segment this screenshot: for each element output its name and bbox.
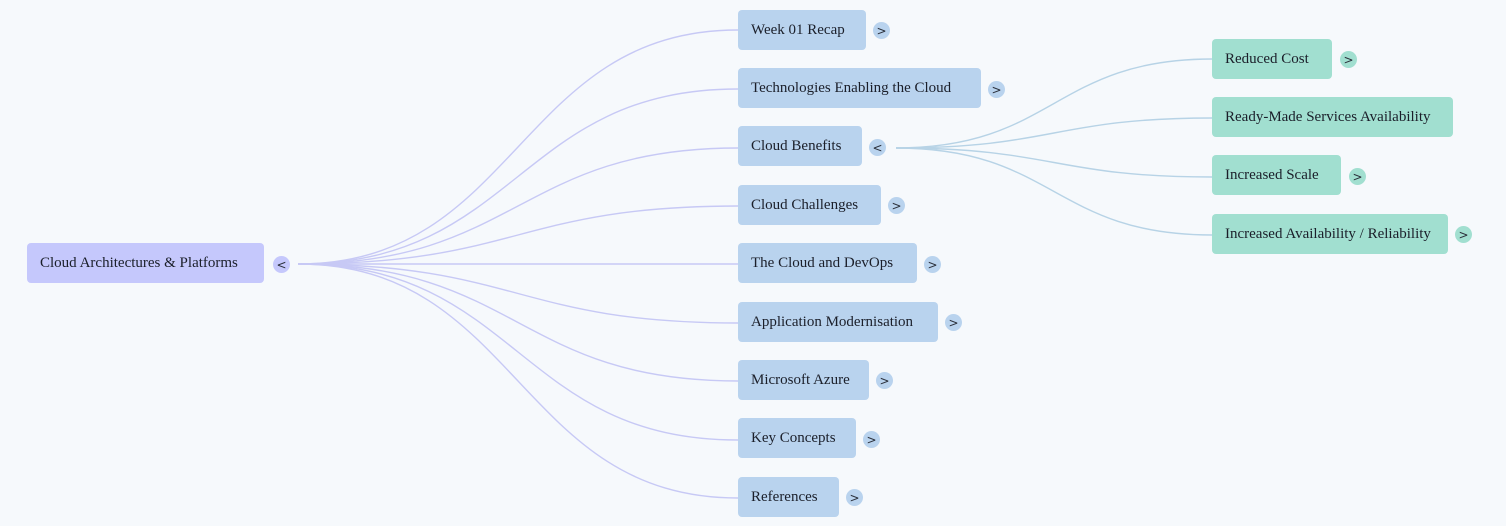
leaf-increased-availability-reliability-toggle[interactable]: > [1455,226,1472,243]
root-link-6 [297,263,739,382]
branch-label: Key Concepts [751,429,836,446]
leaf-increased-scale-toggle[interactable]: > [1349,168,1366,185]
branch-label: Cloud Challenges [751,196,859,213]
cloud-benefits-links [895,58,1213,236]
branch-cloud-challenges[interactable]: Cloud Challenges [738,185,881,225]
leaf-reduced-cost[interactable]: Reduced Cost [1212,39,1332,79]
branch-microsoft-azure-toggle[interactable]: > [876,372,893,389]
root-links [297,29,739,499]
branch-label: References [751,488,818,505]
leaf-label: Reduced Cost [1225,50,1309,67]
branch-application-modernisation-toggle[interactable]: > [945,314,962,331]
root-collapse-toggle[interactable]: < [273,256,290,273]
leaf-label: Increased Availability / Reliability [1225,225,1431,242]
root-link-7 [297,263,739,441]
benefits-link-3 [895,147,1213,236]
root-link-3 [297,205,739,265]
branch-application-modernisation[interactable]: Application Modernisation [738,302,938,342]
branch-cloud-benefits-toggle[interactable]: < [869,139,886,156]
branch-label: Technologies Enabling the Cloud [751,79,952,96]
benefits-link-1 [895,117,1213,149]
branch-technologies-enabling-the-cloud-toggle[interactable]: > [988,81,1005,98]
benefits-link-0 [895,58,1213,149]
leaf-increased-scale[interactable]: Increased Scale [1212,155,1341,195]
branch-week-01-recap[interactable]: Week 01 Recap [738,10,866,50]
branch-the-cloud-and-devops-toggle[interactable]: > [924,256,941,273]
leaf-increased-availability-reliability[interactable]: Increased Availability / Reliability [1212,214,1448,254]
branch-label: Week 01 Recap [751,21,845,38]
branch-the-cloud-and-devops[interactable]: The Cloud and DevOps [738,243,917,283]
branch-cloud-benefits[interactable]: Cloud Benefits [738,126,862,166]
branch-label: The Cloud and DevOps [751,254,894,271]
branch-microsoft-azure[interactable]: Microsoft Azure [738,360,869,400]
benefits-link-2 [895,147,1213,178]
branch-references-toggle[interactable]: > [846,489,863,506]
root-link-5 [297,263,739,324]
branch-label: Microsoft Azure [751,371,850,388]
branch-technologies-enabling-the-cloud[interactable]: Technologies Enabling the Cloud [738,68,981,108]
branch-label: Application Modernisation [751,313,914,330]
root-link-8 [297,263,739,499]
root-link-1 [297,88,739,265]
leaf-label: Ready-Made Services Availability [1225,108,1431,125]
leaf-reduced-cost-toggle[interactable]: > [1340,51,1357,68]
root-link-2 [297,147,739,265]
branch-cloud-challenges-toggle[interactable]: > [888,197,905,214]
branch-week-01-recap-toggle[interactable]: > [873,22,890,39]
leaf-ready-made-services-availability[interactable]: Ready-Made Services Availability [1212,97,1453,137]
branch-key-concepts-toggle[interactable]: > [863,431,880,448]
branch-references[interactable]: References [738,477,839,517]
leaf-label: Increased Scale [1225,166,1319,183]
root-link-0 [297,29,739,265]
branch-key-concepts[interactable]: Key Concepts [738,418,856,458]
branch-label: Cloud Benefits [751,137,842,154]
root-node[interactable]: Cloud Architectures & Platforms [27,243,264,283]
root-node-label: Cloud Architectures & Platforms [40,254,238,271]
